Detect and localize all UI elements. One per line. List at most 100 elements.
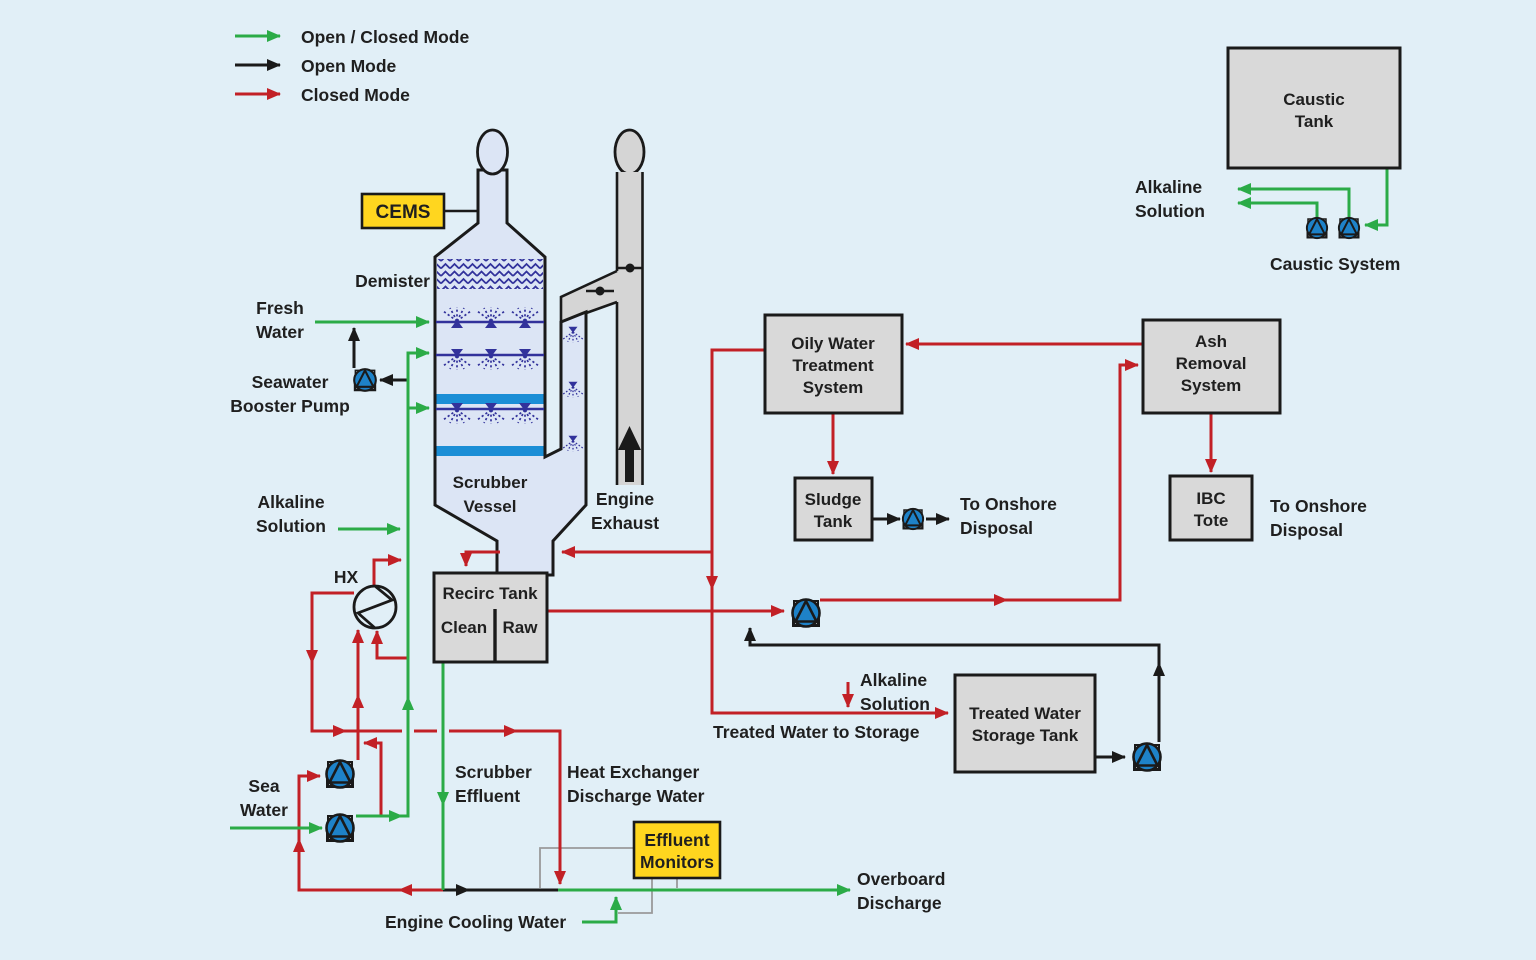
- sea-water-pump-upper-icon: [324, 759, 356, 790]
- sludge-tank: Sludge Tank: [793, 476, 874, 542]
- sea-water-label-2: Water: [240, 800, 288, 820]
- fresh-water-label-2: Water: [256, 322, 304, 342]
- sludge-label-2: Tank: [814, 512, 853, 531]
- onshore-disposal-ash-label-2: Disposal: [1270, 520, 1343, 540]
- pipe-caustic-suction: [1364, 168, 1389, 231]
- recirc-tank-label: Recirc Tank: [442, 584, 538, 603]
- oily-water-treatment-system: Oily Water Treatment System: [763, 313, 904, 415]
- spray-header-3: [436, 402, 544, 425]
- pipe-pump-to-ash: [820, 359, 1139, 602]
- ash-removal-box: [1141, 318, 1282, 415]
- pipe-return-to-recirc-tank: [460, 550, 500, 567]
- recirc-tank-clean-label: Clean: [441, 618, 487, 637]
- spray-header-1: [436, 306, 544, 329]
- onshore-disposal-sludge-label-1: To Onshore: [960, 494, 1057, 514]
- effluent-monitors: Effluent Monitors: [632, 820, 722, 880]
- caustic-tank-label-1: Caustic: [1283, 90, 1344, 109]
- alkaline-left-label-2: Solution: [256, 516, 326, 536]
- shared-mode-piping: [230, 168, 1389, 924]
- pipe-hx-to-riser: [372, 554, 402, 587]
- onshore-disposal-sludge-label-2: Disposal: [960, 518, 1033, 538]
- pipe-treated-water-return: [744, 627, 1161, 742]
- recirc-discharge-pump-icon: [790, 598, 822, 629]
- heat-exchanger-icon: [352, 584, 398, 630]
- vessel-mouth: [476, 128, 509, 176]
- legend-open-label: Open Mode: [301, 56, 397, 76]
- alkaline-left-label-1: Alkaline: [257, 492, 324, 512]
- scrubber-effluent-label-1: Scrubber: [455, 762, 532, 782]
- owts-box: [763, 313, 904, 415]
- storage-label-1: Treated Water: [969, 704, 1081, 723]
- caustic-tank-label-2: Tank: [1295, 112, 1334, 131]
- legend-closed-label: Closed Mode: [301, 85, 410, 105]
- stack-damper-valve: [617, 263, 643, 273]
- pipe-caustic-discharge-2: [1237, 197, 1319, 217]
- hx-discharge-label-2: Discharge Water: [567, 786, 705, 806]
- scrubber-effluent-label-2: Effluent: [455, 786, 520, 806]
- overboard-discharge-label-2: Discharge: [857, 893, 942, 913]
- caustic-tank: Caustic Tank: [1226, 46, 1402, 170]
- engine-exhaust-label-2: Exhaust: [591, 513, 659, 533]
- hx-label: HX: [334, 567, 359, 587]
- caustic-tank-box: [1226, 46, 1402, 170]
- owts-label-1: Oily Water: [791, 334, 875, 353]
- scrubber-vessel-label-2: Vessel: [464, 497, 517, 516]
- caustic-pump-2-icon: [1337, 216, 1361, 240]
- pipe-washwater-riser: [356, 347, 430, 818]
- treated-water-to-storage-label: Treated Water to Storage: [713, 722, 920, 742]
- pipe-treated-water-trunk: [710, 348, 949, 719]
- ibc-label-2: Tote: [1194, 511, 1229, 530]
- stack-mouth: [613, 128, 646, 176]
- spray-header-2: [436, 348, 544, 371]
- seawater-booster-pump-label-2: Booster Pump: [230, 396, 350, 416]
- seawater-booster-pump-icon: [352, 368, 378, 393]
- recirc-tank: Recirc Tank Clean Raw: [432, 571, 549, 664]
- ash-label-2: Removal: [1176, 354, 1247, 373]
- treated-water-storage-box: [953, 673, 1097, 774]
- alkaline-top-label-1: Alkaline: [1135, 177, 1202, 197]
- effluent-monitors-label-1: Effluent: [644, 830, 709, 850]
- recirc-tank-raw-label: Raw: [503, 618, 539, 637]
- alkaline-top-label-2: Solution: [1135, 201, 1205, 221]
- ibc-tote: IBC Tote: [1168, 474, 1254, 542]
- cems: CEMS: [360, 192, 478, 230]
- legend: Open / Closed Mode Open Mode Closed Mode: [235, 27, 469, 105]
- hx-discharge-label-1: Heat Exchanger: [567, 762, 699, 782]
- onshore-disposal-ash-label-1: To Onshore: [1270, 496, 1367, 516]
- ash-label-1: Ash: [1195, 332, 1227, 351]
- demister-label: Demister: [355, 271, 430, 291]
- caustic-pump-1-icon: [1305, 216, 1329, 240]
- pipe-engine-cooling-water: [582, 896, 622, 924]
- legend-open-closed-label: Open / Closed Mode: [301, 27, 469, 47]
- ibc-tote-box: [1168, 474, 1254, 542]
- ash-removal-system: Ash Removal System: [1141, 318, 1282, 415]
- treated-water-storage-tank: Treated Water Storage Tank: [953, 673, 1097, 774]
- recirc-tank-box: [432, 571, 549, 664]
- pipe-pump-crossover: [363, 737, 383, 816]
- scrubber-vessel-label-1: Scrubber: [453, 473, 528, 492]
- bypass-duct: [561, 271, 617, 322]
- alkaline-storage-label-2: Solution: [860, 694, 930, 714]
- engine-exhaust-stack: [559, 128, 646, 485]
- pipe-recirculation-to-pump: [297, 770, 443, 892]
- sea-water-pump-lower-icon: [324, 813, 356, 844]
- water-band-2: [436, 446, 544, 456]
- pipe-washwater-to-hx: [371, 630, 408, 660]
- ash-label-3: System: [1181, 376, 1241, 395]
- caustic-system-label: Caustic System: [1270, 254, 1400, 274]
- sea-water-label-1: Sea: [248, 776, 279, 796]
- bypass-damper-valve: [586, 286, 614, 296]
- sludge-pump-icon: [901, 507, 925, 531]
- fresh-water-label-1: Fresh: [256, 298, 304, 318]
- owts-label-2: Treatment: [792, 356, 874, 375]
- owts-label-3: System: [803, 378, 863, 397]
- pipe-caustic-discharge-1: [1237, 183, 1351, 217]
- effluent-monitors-label-2: Monitors: [640, 852, 714, 872]
- cems-label: CEMS: [376, 202, 431, 223]
- ibc-label-1: IBC: [1196, 489, 1225, 508]
- demister-pad: [437, 259, 543, 289]
- sample-line-discharge: [539, 847, 634, 888]
- storage-label-2: Storage Tank: [972, 726, 1079, 745]
- alkaline-storage-label-1: Alkaline: [860, 670, 927, 690]
